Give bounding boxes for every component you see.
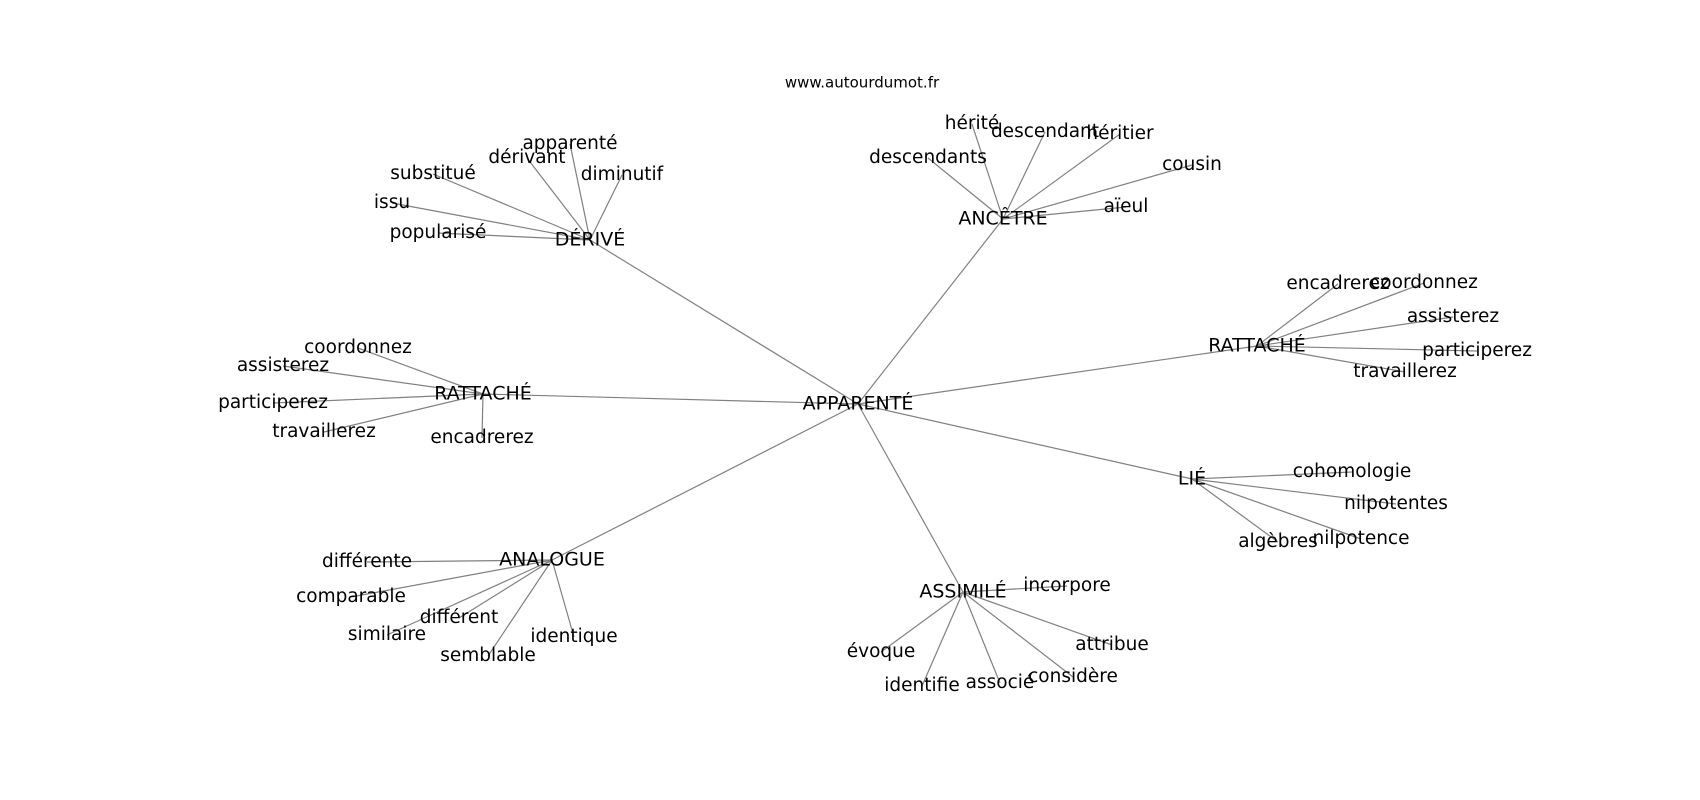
edge-hub-leaf <box>962 591 1001 684</box>
leaf-node[interactable]: encadrerez <box>430 427 533 448</box>
edge-hub-leaf <box>437 232 591 241</box>
edge-hub-leaf <box>589 174 623 241</box>
edge-hub-leaf <box>927 157 1004 220</box>
edge-hub-leaf <box>386 559 553 636</box>
leaf-node[interactable]: héritier <box>1086 123 1154 144</box>
edge-hub-leaf <box>962 585 1068 593</box>
leaf-node[interactable]: issu <box>374 192 410 213</box>
edge-hub-leaf <box>323 393 484 433</box>
edge-hub-leaf <box>1256 345 1478 352</box>
edge-center-hub <box>551 403 859 561</box>
leaf-node[interactable]: assisterez <box>1407 306 1499 327</box>
leaf-node[interactable]: attribue <box>1075 634 1148 655</box>
edge-hub-leaf <box>282 365 484 395</box>
leaf-node[interactable]: apparenté <box>522 133 617 154</box>
leaf-node[interactable]: substitué <box>390 163 476 184</box>
leaf-node[interactable]: participerez <box>218 392 328 413</box>
leaf-node[interactable]: comparable <box>296 586 406 607</box>
edge-hub-leaf <box>1191 478 1279 543</box>
hub-node[interactable]: ANALOGUE <box>499 549 605 571</box>
leaf-node[interactable]: nilpotence <box>1313 528 1410 549</box>
edge-hub-leaf <box>1002 206 1127 220</box>
edge-hub-leaf <box>1256 316 1454 347</box>
edge-hub-leaf <box>551 559 575 638</box>
edge-hub-leaf <box>1191 478 1362 540</box>
leaf-node[interactable]: travaillerez <box>1353 361 1457 382</box>
edge-center-hub <box>857 403 1193 480</box>
edge-hub-leaf <box>569 143 591 241</box>
hub-node[interactable]: LIÉ <box>1178 467 1206 490</box>
leaf-node[interactable]: diminutif <box>581 164 664 185</box>
edge-hub-leaf <box>1256 282 1425 347</box>
leaf-node[interactable]: semblable <box>440 645 536 666</box>
leaf-node[interactable]: évoque <box>847 641 916 662</box>
edge-center-hub <box>857 218 1004 405</box>
edge-hub-leaf <box>1191 471 1353 480</box>
edge-hub-leaf <box>458 559 553 619</box>
edge-center-hub <box>857 345 1258 405</box>
edge-hub-leaf <box>962 591 1074 678</box>
leaf-node[interactable]: associé <box>966 672 1035 693</box>
leaf-node[interactable]: dérivant <box>488 147 565 168</box>
leaf-node[interactable]: différent <box>420 607 499 628</box>
edge-hub-leaf <box>272 393 484 404</box>
edge-hub-leaf <box>432 173 591 241</box>
edge-hub-leaf <box>1002 133 1121 220</box>
leaf-node[interactable]: identifie <box>884 675 959 696</box>
edge-hub-leaf <box>391 202 591 241</box>
edge-center-hub <box>589 239 859 405</box>
leaf-node[interactable]: incorpore <box>1023 575 1111 596</box>
leaf-node[interactable]: nilpotentes <box>1344 493 1448 514</box>
leaf-node[interactable]: identique <box>530 626 617 647</box>
hub-node[interactable]: ANCÊTRE <box>958 207 1047 230</box>
edge-hub-leaf <box>1256 345 1406 373</box>
leaf-node[interactable]: hérité <box>945 113 1000 134</box>
leaf-node[interactable]: coordonnez <box>1370 272 1478 293</box>
edge-hub-leaf <box>357 347 484 395</box>
edge-hub-leaf <box>880 591 964 653</box>
leaf-node[interactable]: cousin <box>1162 154 1222 175</box>
edge-hub-leaf <box>1002 131 1046 220</box>
leaf-node[interactable]: encadrerez <box>1286 273 1389 294</box>
leaf-node[interactable]: participerez <box>1422 340 1532 361</box>
hub-node[interactable]: RATTACHÉ <box>434 382 532 405</box>
leaf-node[interactable]: différente <box>322 551 412 572</box>
edge-center-hub <box>857 403 964 593</box>
source-label: www.autourdumot.fr <box>785 74 940 92</box>
edge-hub-leaf <box>526 157 591 241</box>
labels: www.autourdumot.fr APPARENTÉ apparentédé… <box>218 74 1532 697</box>
leaf-node[interactable]: descendant <box>991 121 1099 142</box>
leaf-node[interactable]: assisterez <box>237 355 329 376</box>
hub-node[interactable]: ASSIMILÉ <box>919 580 1006 603</box>
leaf-node[interactable]: travaillerez <box>272 421 376 442</box>
edges <box>272 123 1478 687</box>
edge-hub-leaf <box>350 559 553 598</box>
leaf-node[interactable]: coordonnez <box>304 337 412 358</box>
edge-hub-leaf <box>487 559 553 657</box>
edge-hub-leaf <box>962 591 1113 646</box>
edge-center-hub <box>482 393 859 405</box>
leaf-node[interactable]: cohomologie <box>1293 461 1412 482</box>
hub-node[interactable]: DÉRIVÉ <box>555 228 625 251</box>
edge-hub-leaf <box>366 559 553 563</box>
leaf-node[interactable]: similaire <box>348 624 426 645</box>
leaf-node[interactable]: popularisé <box>390 222 487 243</box>
leaf-node[interactable]: algèbres <box>1238 531 1318 552</box>
leaf-node[interactable]: aïeul <box>1104 196 1149 217</box>
edge-hub-leaf <box>921 591 964 687</box>
center-node[interactable]: APPARENTÉ <box>803 392 914 415</box>
hub-node[interactable]: RATTACHÉ <box>1208 334 1306 357</box>
edge-hub-leaf <box>481 393 484 439</box>
edge-hub-leaf <box>971 123 1004 220</box>
leaf-node[interactable]: descendants <box>869 147 987 168</box>
edge-hub-leaf <box>1256 283 1339 347</box>
edge-hub-leaf <box>1191 478 1397 505</box>
edge-hub-leaf <box>1002 164 1193 220</box>
leaf-node[interactable]: considère <box>1028 666 1118 687</box>
